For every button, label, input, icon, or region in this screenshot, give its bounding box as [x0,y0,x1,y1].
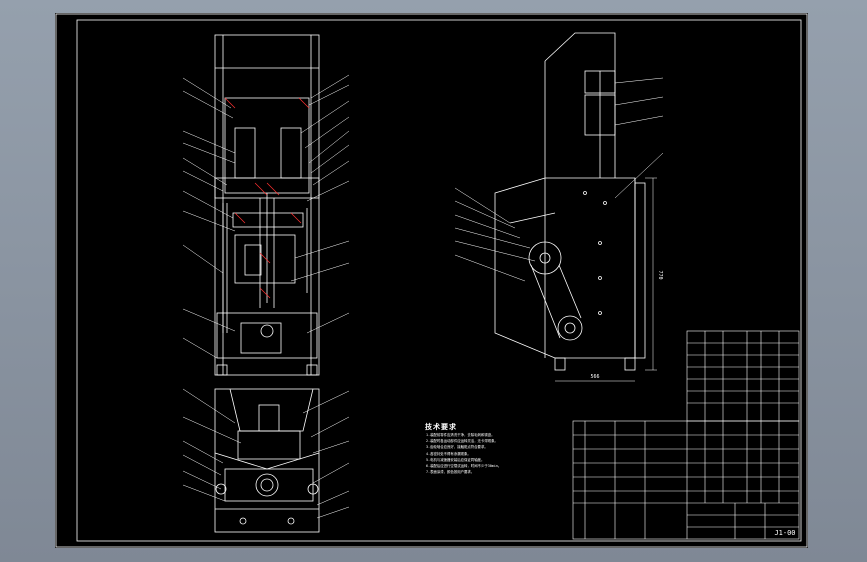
technical-note: 5.电机与减速器安装后应保证同轴度。 [426,457,485,462]
front-section-view [214,34,320,376]
parts-list-lower [572,420,800,540]
technical-note: 1.装配前零件应清洗干净，去除毛刺和锈迹。 [426,433,495,437]
drawing-code: J1-00 [774,529,796,537]
technical-note: 3.齿轮啮合应良好，接触斑点符合要求。 [426,445,488,450]
dimension-label: 566 [590,374,599,380]
dimension-label: 770 [657,270,663,279]
technical-note: 2.装配时各运动部件应运转灵活，无卡滞现象。 [426,439,498,444]
plan-view [214,388,320,533]
technical-notes-list: 1.装配前零件应清洗干净，去除毛刺和锈迹。 2.装配时各运动部件应运转灵活，无卡… [426,432,566,475]
section-hatching [224,97,310,299]
dimension-lines [555,177,657,382]
technical-note: 6.装配后应进行空载试运转，时间不少于30min。 [426,464,502,469]
assembly-drawing: 770 566 [55,13,808,548]
technical-note: 7.表面涂漆，颜色按用户要求。 [426,470,475,475]
drawing-sheet: 770 566 技术要求 1.装配前零件应清洗干净，去除毛刺和锈迹。 2.装配时各… [55,13,808,548]
side-view [494,32,646,371]
leaders-plan [182,388,350,519]
parts-list-upper [686,330,800,422]
technical-notes-title: 技术要求 [425,423,457,431]
leaders-front [182,74,350,359]
technical-note: 4.各密封处不得有渗漏现象。 [426,451,471,456]
sheet-outer-border [55,13,808,548]
sheet-inner-border [76,19,802,542]
leaders-side [454,77,664,282]
